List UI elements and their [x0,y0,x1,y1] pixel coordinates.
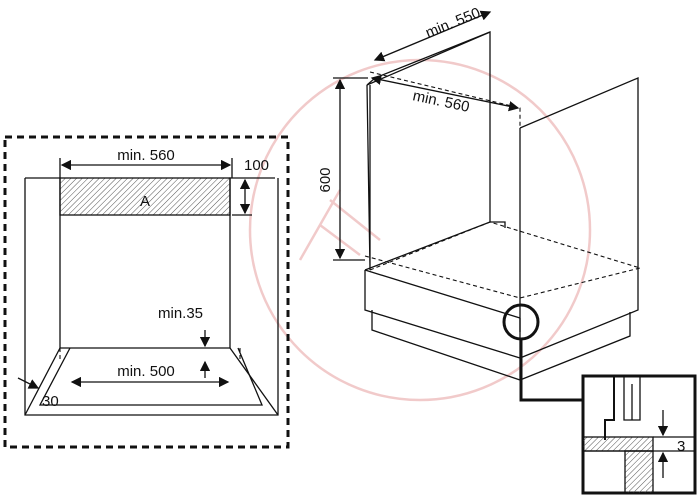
front-width-label: min. 560 [117,147,175,164]
detail-connector [519,339,585,402]
front-view-panel [3,135,290,449]
cabinet-depth-label: min. 550 [423,4,483,41]
detail-circle [502,303,540,341]
detail-gap-label: 3 [677,438,685,455]
zone-a-hatched [59,177,231,216]
side-offset-label: 30 [42,393,59,410]
top-gap-label: 100 [244,157,269,174]
bottom-clearance-label: min.35 [158,305,203,322]
bottom-width-label: min. 500 [117,363,175,380]
front-view-frame [3,135,290,449]
detail-box [581,374,697,495]
watermark [248,58,592,402]
isometric-cabinet [333,10,641,402]
zone-a-label: A [140,193,150,210]
cabinet-height-label: 600 [317,167,334,192]
